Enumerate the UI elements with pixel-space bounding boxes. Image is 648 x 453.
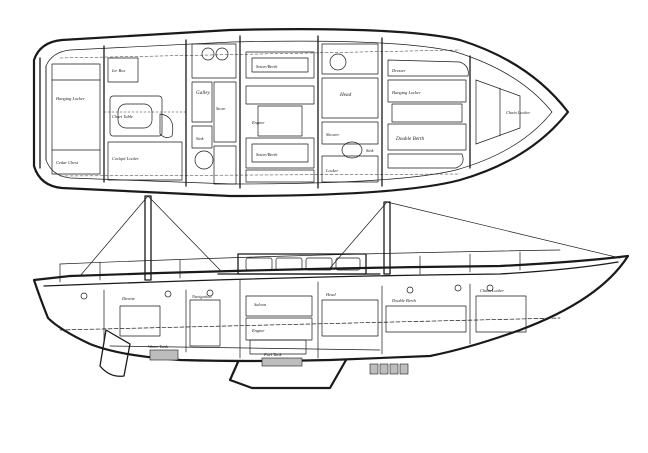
plan-detail-lines: [59, 49, 461, 177]
deck-plan-view: Hanging Locker Cedar Chest Ice Box Galle…: [32, 28, 570, 198]
profile-lifelines: [59, 249, 561, 283]
plan-label-group: Hanging Locker Cedar Chest Ice Box Galle…: [55, 64, 530, 173]
plan-label-head: Head: [339, 92, 352, 98]
plan-aft-cabin: [51, 57, 183, 181]
plan-label-engine: Engine: [251, 120, 264, 125]
plan-label-sink-fwd: Sink: [366, 148, 375, 153]
profile-portholes: [80, 284, 494, 300]
profile-label-saloon: Saloon: [254, 302, 267, 307]
plan-saloon: [245, 51, 315, 183]
profile-label-dinette: Dinette: [121, 296, 135, 301]
profile-tanks: [149, 349, 303, 367]
plan-label-cedar-chest: Cedar Chest: [56, 160, 79, 165]
profile-interior: [103, 279, 527, 359]
plan-label-hanging-locker: Hanging Locker: [55, 96, 85, 101]
profile-label-engine: Engine: [251, 328, 264, 333]
profile-label-navigation: Navigation: [191, 294, 212, 299]
plan-label-chain-locker: Chain Locker: [506, 110, 530, 115]
profile-label-fuel-tank: Fuel Tank: [263, 352, 283, 357]
plan-label-chart-table: Chart Table: [112, 114, 133, 119]
profile-hull-outline: [32, 254, 630, 363]
plan-label-double-berth: Double Berth: [395, 136, 424, 142]
plan-hull-outline: [32, 28, 570, 198]
plan-label-ice-box: Ice Box: [111, 68, 125, 73]
profile-keel: [228, 358, 348, 390]
profile-waterline: [59, 317, 561, 331]
plan-galley: [191, 43, 237, 185]
plan-label-cockpit-locker: Cockpit Locker: [112, 156, 139, 161]
profile-label-group: Dinette Engine Water Tank Fuel Tank Navi…: [121, 288, 504, 357]
profile-ballast: [369, 363, 409, 375]
plan-label-stove: Stove: [216, 106, 226, 111]
plan-label-settee-stbd: Settee/Berth: [256, 152, 278, 157]
profile-label-water-tank: Water Tank: [148, 344, 169, 349]
profile-label-head: Head: [325, 292, 336, 297]
plan-head: [321, 43, 379, 183]
profile-deckhouse: [217, 253, 381, 275]
profile-label-chain-locker: Chain Locker: [480, 288, 504, 293]
plan-label-shower: Shower: [326, 132, 339, 137]
profile-label-double-berth: Double Berth: [391, 298, 417, 303]
plan-label-locker: Locker: [325, 168, 338, 173]
plan-label-hanging-locker-fwd: Hanging Locker: [391, 90, 421, 95]
plan-bulkheads: [103, 35, 471, 189]
plan-label-dresser: Dresser: [391, 68, 406, 73]
profile-view: Dinette Engine Water Tank Fuel Tank Navi…: [32, 195, 630, 390]
profile-sheer-line: [43, 261, 619, 287]
plan-label-galley: Galley: [196, 90, 211, 96]
plan-label-sink: Sink: [196, 136, 205, 141]
plan-fore-cabin: [387, 59, 521, 169]
plan-label-settee-port: Settee/Berth: [256, 64, 278, 69]
plan-hull-inner: [45, 40, 553, 185]
profile-rudder: [99, 329, 131, 377]
